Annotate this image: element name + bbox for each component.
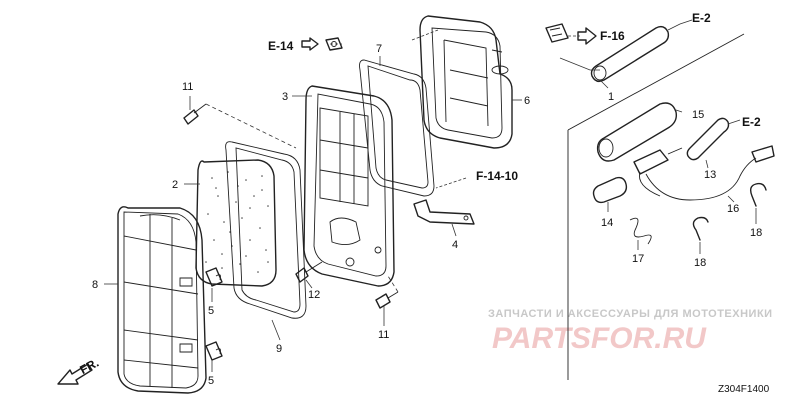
part-label: 6 xyxy=(524,95,530,107)
inset-frame xyxy=(567,33,745,380)
bolt-12 xyxy=(295,261,323,283)
watermark-tagline: ЗАПЧАСТИ И АКСЕССУАРЫ ДЛЯ МОТОТЕХНИКИ xyxy=(488,308,773,320)
front-arrow xyxy=(57,363,93,385)
part-18-clip-b xyxy=(749,182,767,207)
ref-arrow-e14 xyxy=(301,37,319,51)
part-label: 13 xyxy=(704,169,716,181)
part-label: 8 xyxy=(92,279,98,291)
ref-label-e14: E-14 xyxy=(268,39,294,53)
part-label: 5 xyxy=(208,375,214,387)
part-label: 5 xyxy=(208,305,214,317)
part-16-sensor xyxy=(633,145,775,201)
part-label: 11 xyxy=(182,81,193,93)
part-label: 11 xyxy=(378,329,389,341)
part-label: 3 xyxy=(282,91,288,103)
part-label: 15 xyxy=(692,109,704,121)
part-17-clip xyxy=(629,217,652,245)
air-cleaner-case xyxy=(303,85,395,287)
part-label: 16 xyxy=(727,203,739,215)
part-label: 9 xyxy=(276,343,282,355)
grommet-right xyxy=(545,23,569,43)
diagram-code: Z304F1400 xyxy=(718,384,770,395)
front-label: FR. xyxy=(77,356,101,377)
ref-label-e2-top: E-2 xyxy=(692,11,711,25)
part-14-sleeve xyxy=(592,176,628,204)
part-label: 17 xyxy=(632,253,644,265)
part-label: 2 xyxy=(172,179,178,191)
air-cleaner-housing xyxy=(419,15,513,149)
clip-5-upper xyxy=(205,267,223,287)
gasket-seal xyxy=(225,141,307,319)
part-label: 12 xyxy=(308,289,320,301)
bolt-top xyxy=(183,103,207,125)
ref-label-f16: F-16 xyxy=(600,29,625,43)
leader-lines xyxy=(104,19,757,372)
grommet-left xyxy=(325,37,343,51)
case-gasket xyxy=(359,59,435,197)
clip-5-lower xyxy=(205,341,223,361)
ref-arrow-f16 xyxy=(577,27,597,45)
part-label: 7 xyxy=(376,43,382,55)
watermark-logo: PARTSFOR.RU xyxy=(492,322,707,355)
part-15-tube xyxy=(596,102,678,162)
part-13-tube xyxy=(686,117,730,161)
part-label: 4 xyxy=(452,239,458,251)
part-label: 14 xyxy=(601,217,613,229)
air-filter-element xyxy=(195,159,277,287)
part-label: 18 xyxy=(694,257,706,269)
bolt-bottom xyxy=(375,291,399,309)
ref-label-f1410: F-14-10 xyxy=(476,169,518,183)
ref-label-e2-right: E-2 xyxy=(742,115,761,129)
part-18-clip-a xyxy=(692,216,709,241)
air-cleaner-cover xyxy=(117,206,207,394)
bracket-stay xyxy=(413,199,475,225)
part-label: 18 xyxy=(750,227,762,239)
part-label: 1 xyxy=(608,91,614,103)
